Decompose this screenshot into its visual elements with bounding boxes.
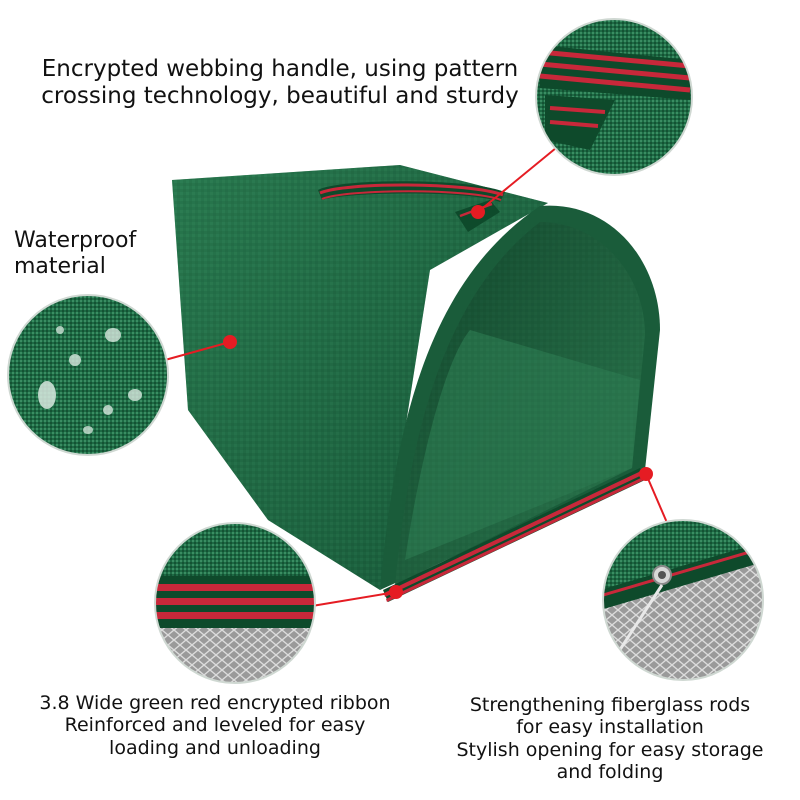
caption-rods-line-4: and folding: [556, 761, 664, 784]
garden-bag: [172, 165, 660, 602]
caption-rods-line-1: Strengthening fiberglass rods: [469, 694, 751, 716]
caption-handle-line-2: crossing technology, beautiful and sturd…: [41, 83, 519, 110]
detail-waterproof-closeup: [7, 294, 169, 456]
caption-waterproof-line-2: material: [14, 253, 106, 279]
callout-lines: [164, 147, 669, 607]
detail-ribbon-closeup: [154, 522, 316, 684]
marker-dot-ribbon: [389, 585, 403, 599]
detail-rod-closeup: [602, 519, 764, 681]
caption-ribbon: 3.8 Wide green red encrypted ribbon Rein…: [20, 692, 410, 759]
marker-dot-handle: [471, 205, 485, 219]
caption-handle-line-1: Encrypted webbing handle, using pattern: [41, 56, 519, 82]
caption-rods-line-3: Stylish opening for easy storage: [456, 738, 764, 761]
bottom-ribbon: [383, 468, 645, 602]
caption-ribbon-line-2: Reinforced and leveled for easy: [64, 714, 366, 737]
caption-waterproof: Waterproof material: [14, 228, 154, 280]
caption-rods-line-2: for easy installation: [516, 716, 704, 739]
caption-handle: Encrypted webbing handle, using pattern …: [30, 56, 530, 110]
caption-ribbon-line-1: 3.8 Wide green red encrypted ribbon: [39, 692, 391, 714]
marker-dot-rods: [639, 467, 653, 481]
caption-rods: Strengthening fiberglass rods for easy i…: [420, 694, 800, 784]
caption-waterproof-line-1: Waterproof: [14, 228, 137, 253]
marker-dot-waterproof: [223, 335, 237, 349]
caption-ribbon-line-3: loading and unloading: [109, 736, 321, 759]
detail-handle-closeup: [535, 18, 693, 176]
